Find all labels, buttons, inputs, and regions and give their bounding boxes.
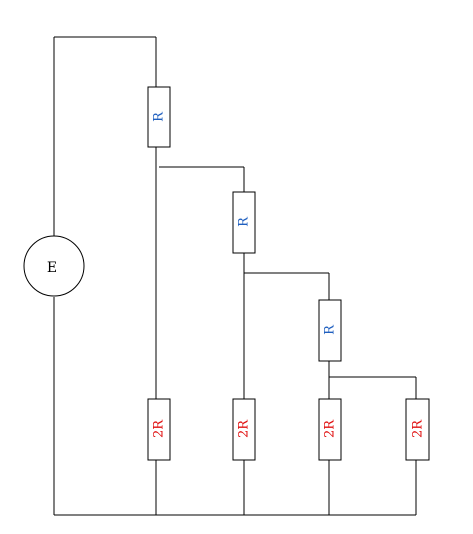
resistor-series-3-body: [318, 299, 342, 362]
resistor-shunt-4: 2R: [405, 398, 430, 461]
resistor-shunt-2-body: [232, 398, 256, 461]
resistor-shunt-2: 2R: [232, 398, 256, 461]
resistor-series-1-body: [147, 86, 171, 148]
resistor-series-2: R: [232, 191, 256, 254]
voltage-source-circle: [23, 235, 85, 297]
resistor-shunt-4-body: [405, 398, 430, 461]
resistor-series-3-label: R: [323, 324, 338, 335]
resistor-shunt-3-label: 2R: [323, 419, 338, 438]
resistor-shunt-2-label: 2R: [237, 419, 252, 438]
voltage-source: E: [23, 235, 85, 297]
resistor-series-2-label: R: [237, 216, 252, 227]
wires: [53, 36, 417, 516]
resistor-series-1-label: R: [152, 111, 167, 122]
resistor-shunt-1-body: [147, 398, 171, 461]
resistor-shunt-1: 2R: [147, 398, 171, 461]
resistor-shunt-3: 2R: [318, 398, 342, 461]
voltage-source-label: E: [47, 260, 57, 276]
resistor-shunt-4-label: 2R: [411, 419, 426, 438]
resistor-series-1: R: [147, 86, 171, 148]
resistor-series-3: R: [318, 299, 342, 362]
resistor-shunt-1-label: 2R: [152, 419, 167, 438]
resistor-series-2-body: [232, 191, 256, 254]
resistor-shunt-3-body: [318, 398, 342, 461]
